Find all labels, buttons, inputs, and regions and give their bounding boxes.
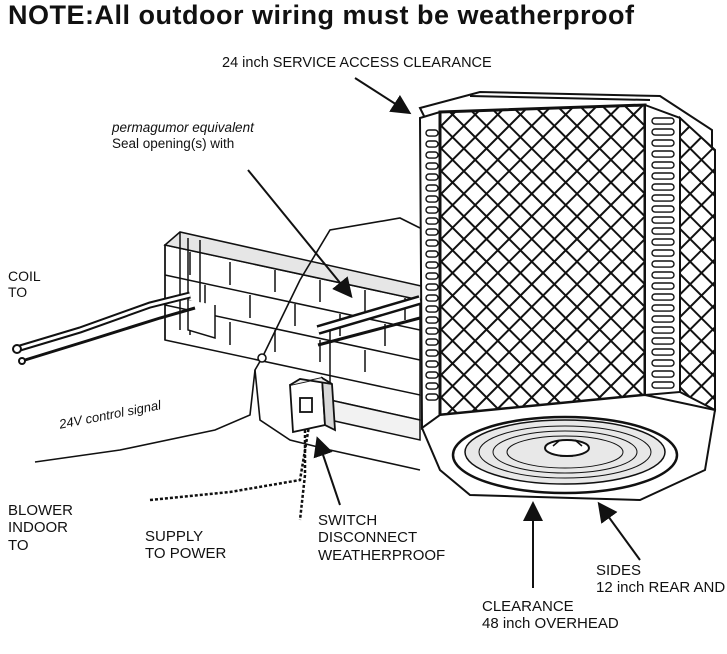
switch-line-1: WEATHERPROOF	[318, 546, 446, 564]
louver-slot	[425, 382, 439, 390]
louver-slot	[651, 260, 675, 268]
seal-line-1: Seal opening(s) with	[112, 135, 235, 151]
louver-slot	[651, 249, 675, 257]
switch-line-2: DISCONNECT	[318, 529, 418, 547]
power-supply-label: SUPPLY TO POWER	[145, 528, 226, 563]
louver-slot	[425, 151, 439, 159]
house-wall	[163, 231, 432, 441]
louver-slot	[425, 294, 439, 302]
right-louvers	[651, 117, 675, 389]
louver-slot	[425, 206, 439, 214]
disconnect-switch-label: SWITCH DISCONNECT WEATHERPROOF	[318, 512, 445, 564]
louver-slot	[425, 272, 439, 280]
refrigerant-lines	[12, 291, 422, 365]
louver-slot	[425, 217, 439, 225]
louver-slot	[425, 316, 439, 324]
louver-slot	[425, 184, 439, 192]
louver-slot	[425, 228, 439, 236]
power-line-2: SUPPLY	[145, 528, 204, 545]
louver-slot	[651, 172, 675, 180]
louver-slot	[651, 205, 675, 213]
louver-slot	[651, 370, 675, 378]
power-line-1: TO POWER	[145, 545, 227, 563]
louver-slot	[425, 162, 439, 170]
louver-slot	[651, 128, 675, 136]
louver-slot	[651, 359, 675, 367]
seal-opening-label: permagumor equivalent Seal opening(s) wi…	[112, 120, 254, 151]
louver-slot	[425, 338, 439, 346]
louver-slot	[425, 283, 439, 291]
seal-line-2: permagumor equivalent	[112, 120, 254, 135]
louver-slot	[425, 327, 439, 335]
louver-slot	[651, 337, 675, 345]
page-title: NOTE:All outdoor wiring must be weatherp…	[8, 0, 635, 30]
louver-slot	[425, 250, 439, 258]
louver-slot	[651, 117, 675, 125]
rear-line-2: SIDES	[596, 562, 642, 579]
coil-line-2: COIL	[8, 268, 41, 284]
louver-slot	[425, 129, 439, 137]
louver-slot	[425, 371, 439, 379]
louver-slot	[425, 140, 439, 148]
louver-slot	[651, 150, 675, 158]
louver-slot	[651, 238, 675, 246]
louver-slot	[651, 194, 675, 202]
overhead-line-1: 48 inch OVERHEAD	[482, 615, 619, 633]
coil-label: COIL TO	[8, 268, 41, 300]
service-access-text: 24 inch SERVICE ACCESS CLEARANCE	[222, 55, 492, 71]
service-access-label: 24 inch SERVICE ACCESS CLEARANCE	[222, 55, 492, 72]
leader-lines	[247, 77, 641, 588]
rear-line-1: 12 inch REAR AND	[596, 579, 726, 597]
blower-line-2: INDOOR	[8, 519, 68, 537]
overhead-line-2: CLEARANCE	[482, 598, 574, 615]
louver-slot	[425, 305, 439, 313]
louver-slot	[425, 239, 439, 247]
switch-line-3: SWITCH	[318, 512, 378, 529]
coil-line-1: TO	[8, 284, 28, 301]
louver-slot	[651, 304, 675, 312]
louver-slot	[425, 173, 439, 181]
louver-slot	[651, 271, 675, 279]
louver-slot	[651, 293, 675, 301]
louver-slot	[651, 282, 675, 290]
louver-slot	[425, 393, 439, 401]
louver-slot	[651, 326, 675, 334]
blower-line-3: BLOWER	[8, 502, 74, 519]
louver-slot	[651, 348, 675, 356]
louver-slot	[651, 227, 675, 235]
rear-sides-clearance-label: SIDES 12 inch REAR AND	[596, 562, 725, 597]
louver-slot	[425, 261, 439, 269]
louver-slot	[651, 161, 675, 169]
louver-slot	[651, 216, 675, 224]
overhead-clearance-label: CLEARANCE 48 inch OVERHEAD	[482, 598, 619, 633]
louver-slot	[425, 360, 439, 368]
disconnect-switch-box	[289, 376, 337, 434]
louver-slot	[651, 183, 675, 191]
louver-slot	[425, 349, 439, 357]
blower-line-1: TO	[8, 536, 29, 554]
louver-slot	[425, 195, 439, 203]
wiring	[34, 217, 421, 521]
louver-slot	[651, 315, 675, 323]
indoor-blower-label: BLOWER INDOOR TO	[8, 502, 73, 554]
louver-slot	[651, 381, 675, 389]
left-louvers	[425, 129, 439, 401]
louver-slot	[651, 139, 675, 147]
